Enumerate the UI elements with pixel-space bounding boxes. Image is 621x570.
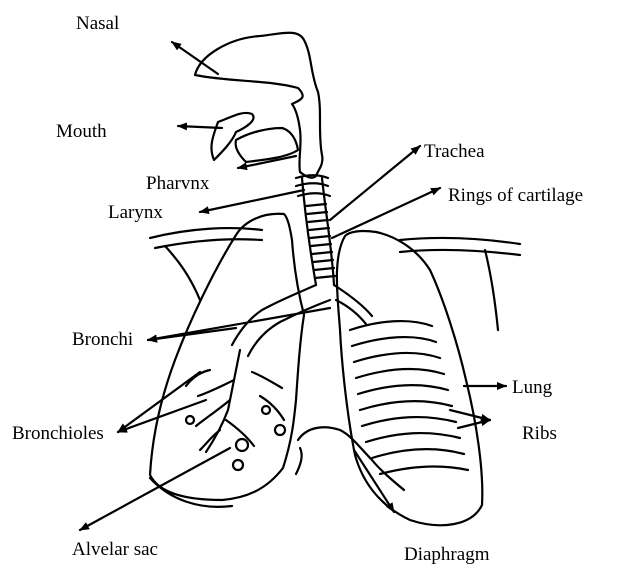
label-larynx: Larynx bbox=[108, 203, 163, 222]
label-lung: Lung bbox=[512, 378, 552, 397]
label-pharynx: Pharvnx bbox=[146, 174, 209, 193]
label-bronchioles: Bronchioles bbox=[12, 424, 104, 443]
label-trachea: Trachea bbox=[424, 142, 485, 161]
label-rings-of-cartilage: Rings of cartilage bbox=[448, 186, 583, 205]
label-nasal: Nasal bbox=[76, 14, 119, 33]
mouth-cavity bbox=[211, 113, 253, 160]
label-alveolar-sac: Alvelar sac bbox=[72, 540, 158, 559]
label-diaphragm: Diaphragm bbox=[404, 545, 489, 564]
nasal-cavity bbox=[195, 33, 322, 178]
label-bronchi: Bronchi bbox=[72, 330, 133, 349]
label-ribs: Ribs bbox=[522, 424, 557, 443]
label-mouth: Mouth bbox=[56, 122, 107, 141]
